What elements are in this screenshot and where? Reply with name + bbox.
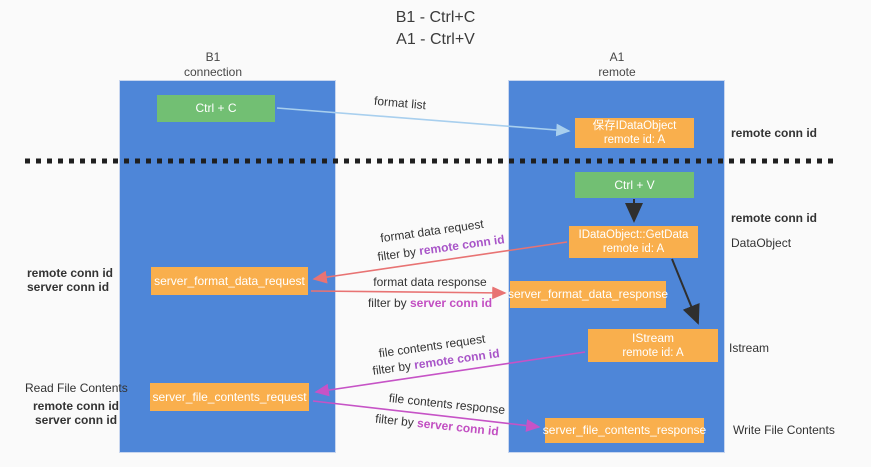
filter-by-text: filter by (371, 358, 412, 378)
ctrl-v-label: Ctrl + V (614, 177, 655, 192)
server-file-contents-response-label: server_file_contents_response (542, 423, 707, 437)
format-data-response-arrow (310, 286, 507, 300)
left-column-role: connection (183, 65, 243, 79)
right-column-role: remote (598, 65, 636, 79)
istream-box-line1: IStream (631, 330, 674, 345)
left-column-name: B1 (205, 50, 221, 64)
format-list-label: format list (373, 93, 427, 113)
format-data-response-label: format data response (373, 275, 487, 289)
diagram-title: B1 - Ctrl+C A1 - Ctrl+V (0, 7, 871, 50)
idataobject-getdata-box: IDataObject::GetData remote id: A (569, 226, 698, 258)
left-server-conn-id-bottom: server conn id (35, 413, 118, 427)
left-remote-conn-id-bottom: remote conn id (33, 399, 120, 413)
ctrl-c-box: Ctrl + C (157, 95, 275, 122)
server-format-data-request-label: server_format_data_request (154, 273, 305, 288)
filter-by-text: filter by (376, 244, 417, 264)
title-line-1: B1 - Ctrl+C (395, 9, 476, 26)
right-column-header: A1 remote (557, 50, 677, 80)
idataobject-getdata-line1: IDataObject::GetData (578, 228, 689, 241)
idataobject-getdata-line2: remote id: A (602, 243, 665, 255)
server-format-data-response-label: server_format_data_response (507, 287, 669, 301)
ctrl-c-label: Ctrl + C (195, 101, 237, 115)
right-istream-label: Istream (729, 341, 770, 355)
server-conn-id-text: server conn id (416, 415, 500, 439)
ctrl-v-box: Ctrl + V (575, 172, 694, 198)
filter-by-text: filter by (374, 411, 415, 430)
filter-by-server-conn-id-label-1: filter by server conn id (368, 296, 492, 310)
server-conn-id-text: server conn id (410, 296, 493, 310)
left-column-header: B1 connection (153, 50, 273, 80)
save-idataobject-line1: 保存IDataObject (592, 119, 677, 132)
server-file-contents-request-box: server_file_contents_request (150, 383, 309, 411)
save-idataobject-box: 保存IDataObject remote id: A (575, 118, 694, 148)
istream-box-line2: remote id: A (622, 346, 684, 359)
left-server-conn-id-top: server conn id (27, 280, 110, 294)
server-file-contents-response-box: server_file_contents_response (542, 418, 707, 443)
right-column-name: A1 (609, 50, 625, 64)
right-dataobject-label: DataObject (731, 236, 792, 250)
left-read-file-contents-label: Read File Contents (25, 381, 128, 395)
right-remote-conn-id-top: remote conn id (731, 126, 818, 140)
right-write-file-contents-label: Write File Contents (733, 423, 835, 437)
save-idataobject-line2: remote id: A (603, 134, 666, 146)
right-remote-conn-id-mid: remote conn id (731, 211, 818, 225)
istream-box: IStream remote id: A (588, 329, 718, 362)
filter-by-server-conn-id-label-2: filter by server conn id (375, 412, 500, 439)
filter-by-text: filter by (367, 296, 407, 310)
server-file-contents-request-label: server_file_contents_request (152, 389, 307, 404)
server-format-data-request-box: server_format_data_request (151, 267, 308, 295)
title-line-2: A1 - Ctrl+V (396, 30, 475, 48)
file-contents-response-label: file contents response (388, 390, 506, 418)
left-remote-conn-id-top: remote conn id (27, 266, 114, 280)
server-format-data-response-box: server_format_data_response (507, 281, 669, 308)
